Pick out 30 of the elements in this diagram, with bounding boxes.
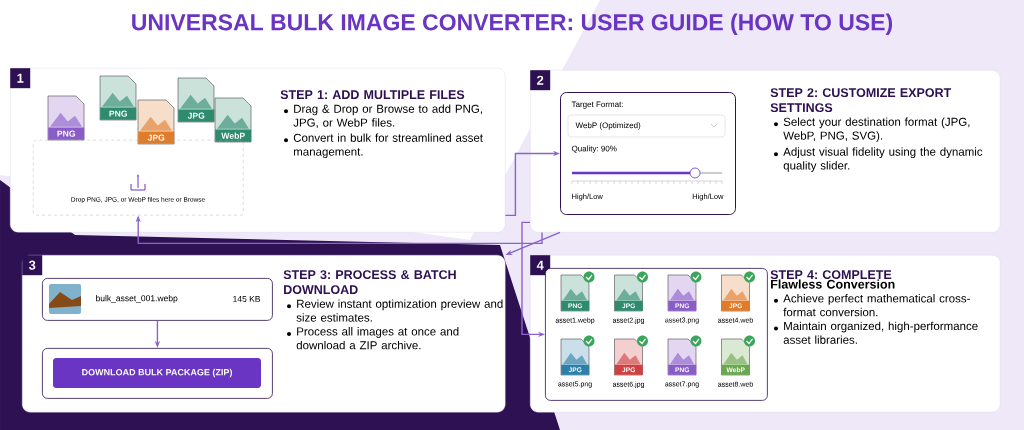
step-heading: STEP 1: ADD MULTIPLE FILES: [280, 90, 465, 100]
step-number-badge: 4: [530, 255, 551, 276]
bullet-text: Achieve perfect mathematical cross-format conversion.: [783, 294, 970, 317]
format-tag: WebP: [215, 129, 252, 142]
format-tag: PNG: [100, 107, 137, 120]
step-heading: Flawless Conversion: [771, 279, 895, 289]
step-heading: STEP 4: COMPLETE: [770, 270, 892, 280]
step-heading: STEP 2: CUSTOMIZE EXPORT SETTINGS: [770, 88, 952, 113]
bullet-text: Maintain organized, high-performance asset libraries.: [783, 321, 978, 344]
bullet-text: Drag & Drop or Browse to add PNG, JPG, or WebP files.: [293, 104, 482, 129]
format-tag: PNG: [48, 127, 85, 140]
file-row: bulk_asset_001.webp 145 KB: [42, 278, 273, 321]
dropdown-field: WebP (Optimized): [567, 114, 726, 138]
title: UNIVERSAL BULK IMAGE CONVERTER: USER GUIDE (HOW TO USE): [132, 13, 893, 35]
format-tag: JPG: [178, 109, 215, 122]
bullet-text: Process all images at once and download a ZIP archive.: [296, 327, 459, 350]
bullet-text: Select your destination format (JPG, WebP, PNG, SVG).: [783, 117, 970, 142]
field-label: Quality: 90%: [571, 145, 617, 153]
node-label: bulk_asset_001.webp: [96, 295, 178, 303]
step-number-badge: 3: [22, 255, 43, 276]
bullet-text: Adjust visual fidelity using the dynamic quality slider.: [783, 147, 983, 172]
format-tag: JPG: [138, 131, 175, 144]
bullet-text: Review instant optimization preview and size estimates.: [296, 299, 503, 322]
node-label: 145 KB: [233, 296, 261, 302]
bullet-text: Convert in bulk for streamlined asset management.: [293, 133, 483, 158]
step-heading: STEP 3: PROCESS & BATCH DOWNLOAD: [283, 270, 456, 295]
step-number-badge: 1: [10, 68, 31, 89]
field-label: Target Format:: [571, 101, 623, 109]
step-number-badge: 2: [530, 70, 551, 91]
download-button: DOWNLOAD BULK PACKAGE (ZIP): [53, 358, 261, 388]
